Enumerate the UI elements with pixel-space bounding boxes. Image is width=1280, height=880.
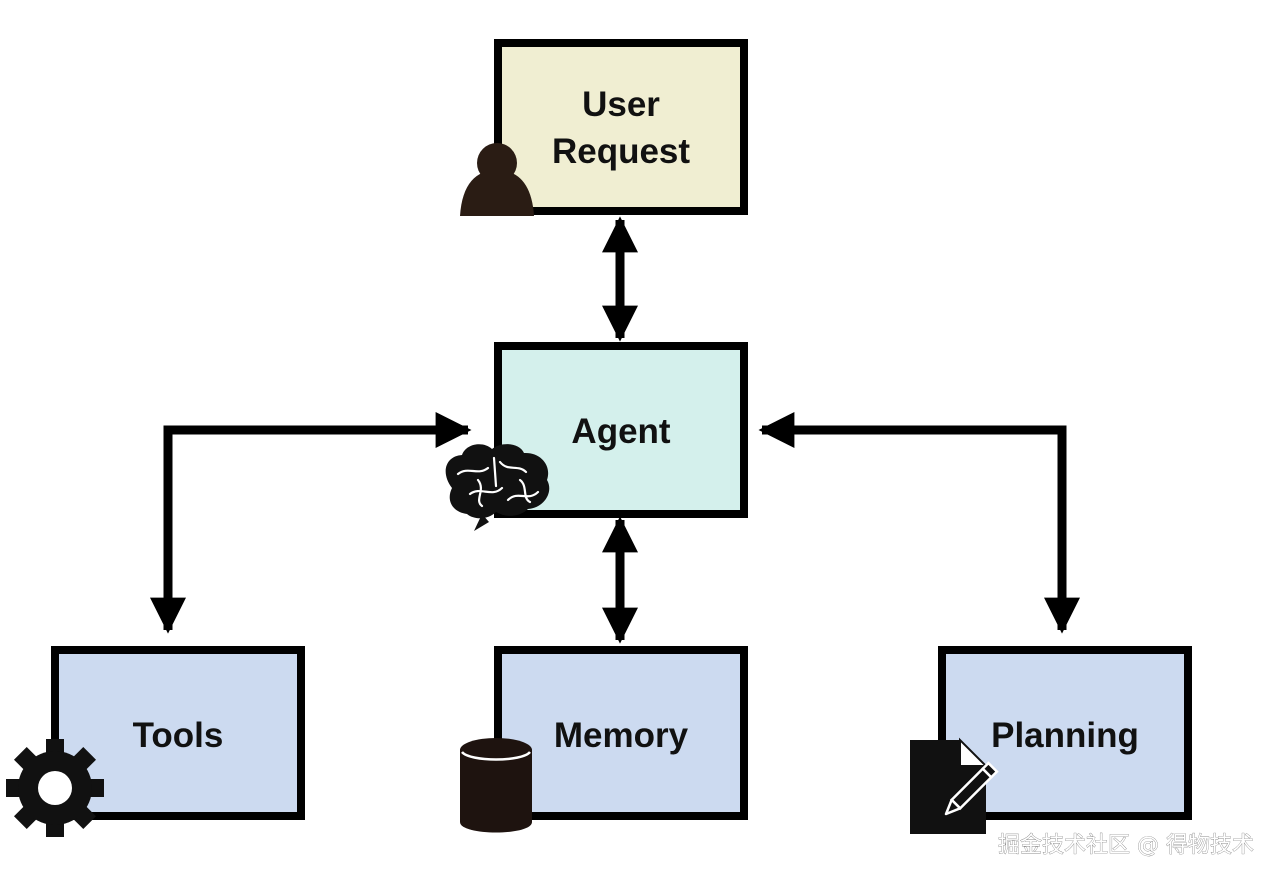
document-pencil-icon: [910, 737, 999, 834]
tools-label: Tools: [133, 716, 224, 755]
user-request-box: [494, 39, 748, 215]
node-agent: Agent: [445, 342, 748, 531]
database-icon: [460, 738, 532, 833]
node-user-request: User Request: [460, 39, 748, 216]
connectors: [150, 216, 1080, 644]
gear-icon: [6, 739, 104, 837]
memory-box: [494, 646, 748, 820]
memory-label: Memory: [554, 716, 689, 755]
arrow-tools-agent: [150, 412, 472, 634]
node-tools: Tools: [6, 646, 305, 837]
watermark-text: 掘金技术社区 @ 得物技术: [998, 833, 1254, 858]
node-planning: Planning: [910, 646, 1192, 834]
brain-icon: [445, 444, 550, 531]
person-icon: [460, 143, 534, 216]
user-request-label-line2: Request: [552, 132, 690, 171]
planning-label: Planning: [991, 716, 1139, 755]
agent-label: Agent: [571, 412, 671, 451]
user-request-label-line1: User: [582, 85, 660, 124]
arrow-agent-planning: [758, 412, 1080, 634]
node-memory: Memory: [460, 646, 748, 833]
